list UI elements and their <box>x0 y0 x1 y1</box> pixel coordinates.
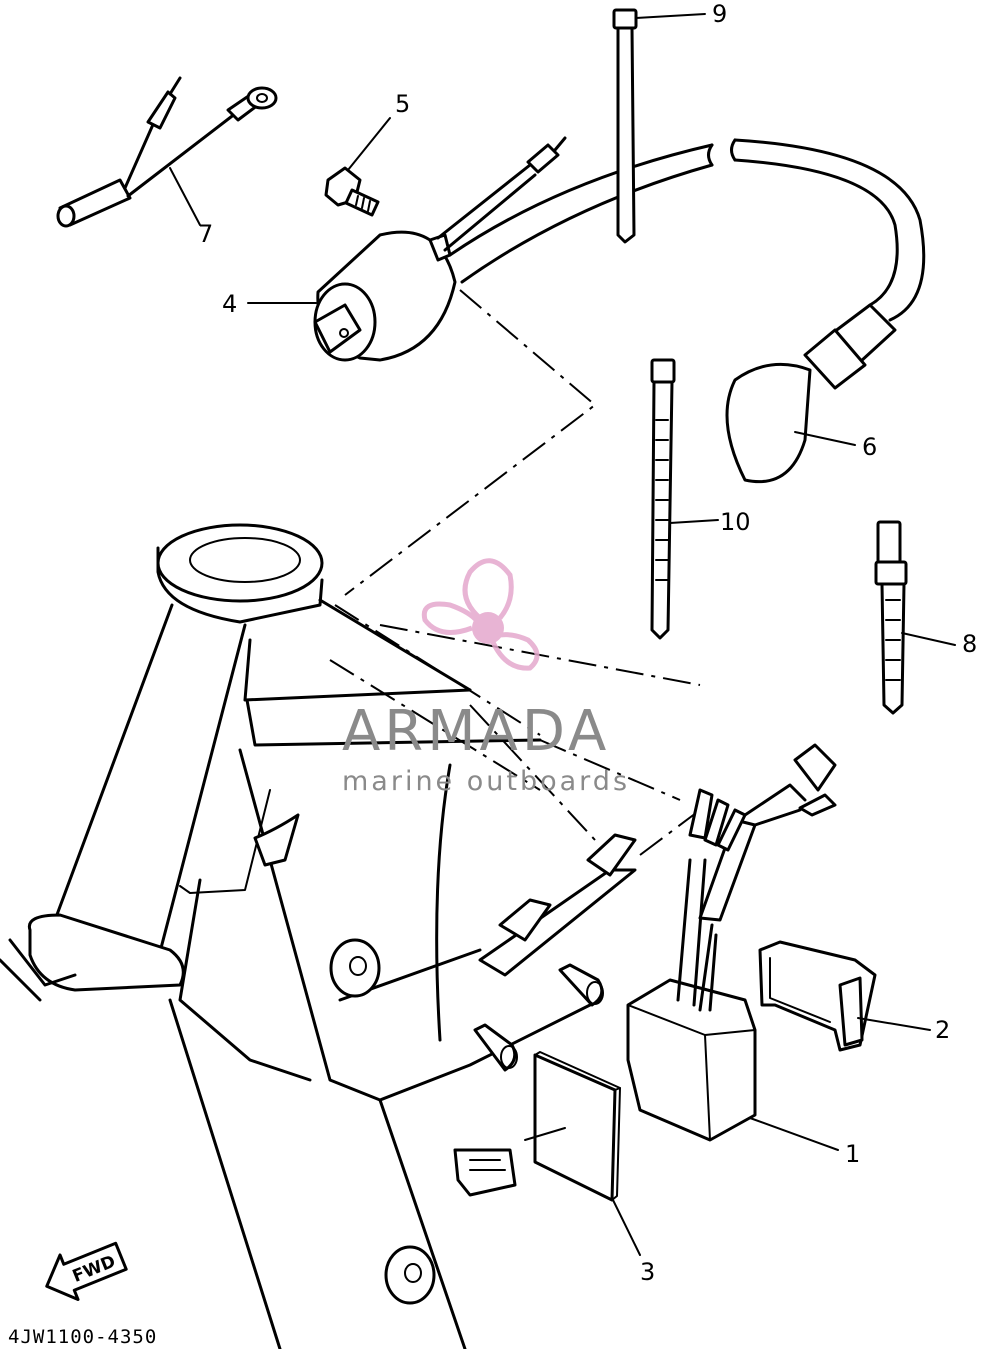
propeller-hub <box>472 612 504 644</box>
coil-screw <box>324 166 380 217</box>
callout-9: 9 <box>712 0 727 28</box>
band-strap <box>874 520 908 715</box>
callout-6: 6 <box>862 433 877 461</box>
propeller-logo <box>421 558 540 671</box>
callout-7: 7 <box>198 220 213 248</box>
ignition-coil <box>313 230 457 362</box>
callout-3: 3 <box>640 1258 655 1286</box>
callout-2: 2 <box>935 1016 950 1044</box>
part-code: 4JW1100-4350 <box>8 1326 157 1348</box>
fwd-arrow: FWD <box>45 1241 128 1301</box>
cable-tie-short <box>612 8 638 244</box>
watermark-title: ARMADA <box>342 699 610 764</box>
cdi-unit <box>626 743 837 1142</box>
propeller-blade <box>421 601 480 635</box>
frame-assembly <box>0 523 637 1349</box>
assembly-lines <box>329 289 701 856</box>
armada-watermark: ARMADA marine outboards <box>342 558 630 797</box>
callout-5: 5 <box>395 90 410 118</box>
damper-plate <box>533 1051 621 1202</box>
propeller-blade <box>489 632 540 671</box>
cable-tie-long <box>650 358 676 640</box>
coil-lead-wire <box>436 136 567 252</box>
leader-lines <box>169 13 956 1256</box>
lead-wire-assembly <box>56 76 278 228</box>
callout-10: 10 <box>720 508 751 536</box>
spark-plug-cap-lead <box>448 138 926 484</box>
watermark-subtitle: marine outboards <box>342 766 630 797</box>
callouts: 9 5 7 4 6 10 8 2 1 3 <box>198 0 977 1286</box>
callout-4: 4 <box>222 290 237 318</box>
callout-1: 1 <box>845 1140 860 1168</box>
callout-8: 8 <box>962 630 977 658</box>
propeller-blade <box>462 558 514 625</box>
cdi-bracket <box>758 940 877 1052</box>
